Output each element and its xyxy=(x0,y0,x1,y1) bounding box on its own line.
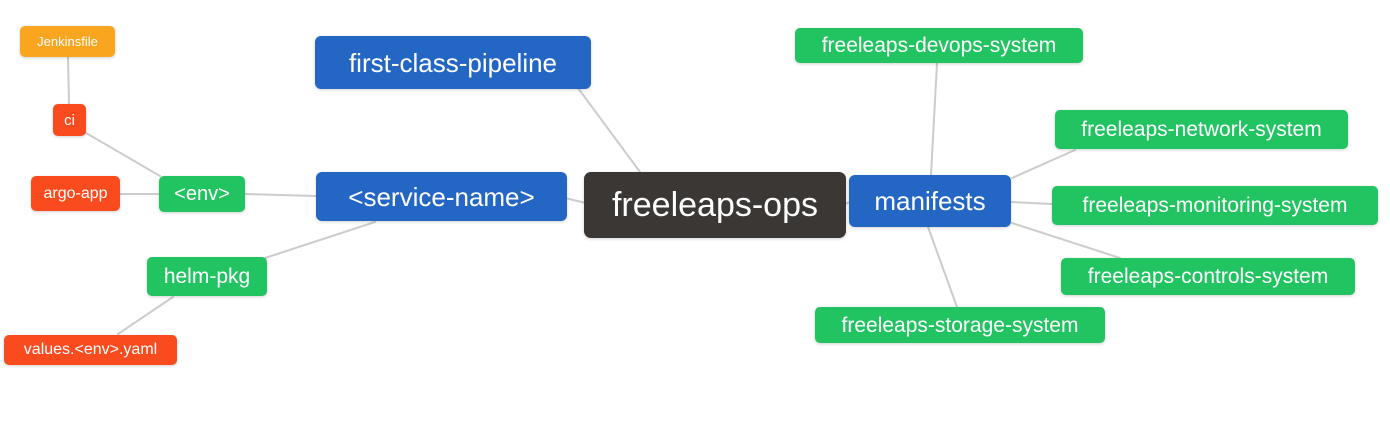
edge-manifests-devops xyxy=(930,62,938,176)
node-jenkinsfile[interactable]: Jenkinsfile xyxy=(20,26,115,57)
edge-ci-env xyxy=(85,132,161,177)
node-devops-system[interactable]: freeleaps-devops-system xyxy=(795,28,1083,63)
edge-manifests-monitoring xyxy=(1011,201,1053,205)
node-env[interactable]: <env> xyxy=(159,176,245,212)
edge-manifests-network xyxy=(1011,149,1076,179)
node-first-class-pipeline[interactable]: first-class-pipeline xyxy=(315,36,591,89)
edge-servicename-ops xyxy=(564,197,587,204)
node-helm-pkg[interactable]: helm-pkg xyxy=(147,257,267,296)
node-monitoring-system[interactable]: freeleaps-monitoring-system xyxy=(1052,186,1378,225)
node-manifests[interactable]: manifests xyxy=(849,175,1011,227)
node-ci[interactable]: ci xyxy=(53,104,86,136)
node-network-system[interactable]: freeleaps-network-system xyxy=(1055,110,1348,149)
node-freeleaps-ops[interactable]: freeleaps-ops xyxy=(584,172,846,238)
node-values-env-yaml[interactable]: values.<env>.yaml xyxy=(4,335,177,365)
node-storage-system[interactable]: freeleaps-storage-system xyxy=(815,307,1105,343)
edge-jenkinsfile-ci xyxy=(67,56,70,105)
node-argo-app[interactable]: argo-app xyxy=(31,176,120,211)
edge-pipeline-ops xyxy=(577,87,641,173)
edge-manifests-controls xyxy=(1011,222,1121,259)
edge-helmpkg-values xyxy=(117,296,174,335)
node-controls-system[interactable]: freeleaps-controls-system xyxy=(1061,258,1355,295)
edge-servicename-helmpkg xyxy=(264,221,376,259)
edge-manifests-storage xyxy=(927,226,958,308)
node-service-name[interactable]: <service-name> xyxy=(316,172,567,221)
edge-env-servicename xyxy=(244,193,317,197)
